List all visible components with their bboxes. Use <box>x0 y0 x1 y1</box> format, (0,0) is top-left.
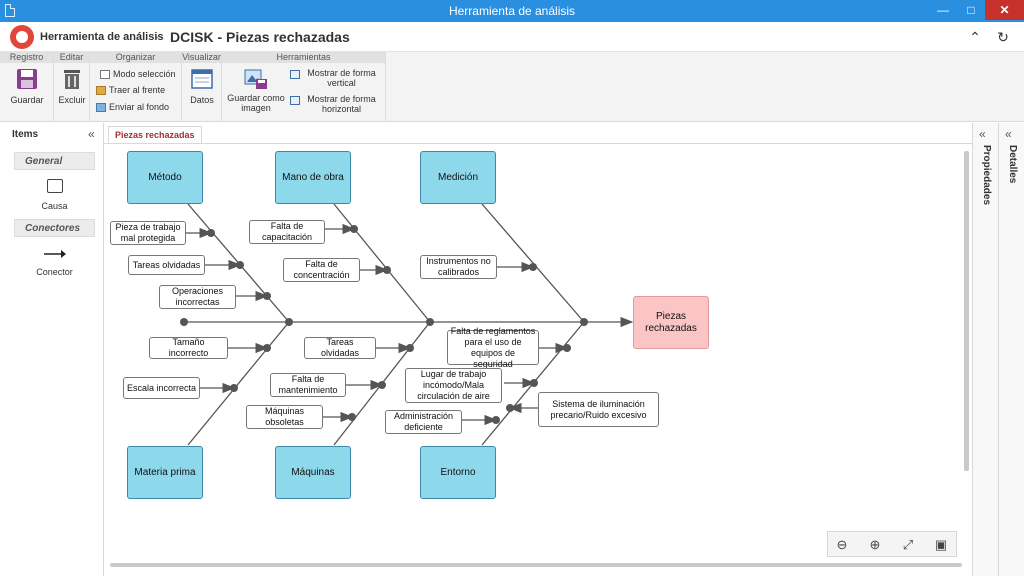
group-title: Registro <box>0 52 53 63</box>
cause-box[interactable]: Operaciones incorrectas <box>159 285 236 309</box>
save-image-button[interactable]: Guardar como imagen <box>224 68 288 118</box>
save-label: Guardar <box>10 95 44 105</box>
category-medicion[interactable]: Medición <box>420 151 496 204</box>
window-title: Herramienta de análisis <box>448 4 576 18</box>
category-metodo[interactable]: Método <box>127 151 203 204</box>
app-logo-icon <box>10 25 34 49</box>
group-editar: Editar Excluir <box>54 52 90 122</box>
show-horizontal-button[interactable]: Mostrar de forma horizontal <box>290 94 380 114</box>
cause-box[interactable]: Máquinas obsoletas <box>246 405 323 429</box>
data-button[interactable]: Datos <box>184 68 220 112</box>
section-general[interactable]: General <box>14 152 95 170</box>
bring-front-button[interactable]: Traer al frente <box>96 85 165 96</box>
maximize-button[interactable]: □ <box>967 3 975 17</box>
details-panel-strip[interactable]: « Detalles <box>998 123 1024 576</box>
collapse-left-icon[interactable]: « <box>88 127 95 141</box>
refresh-button[interactable]: ↻ <box>997 29 1009 45</box>
save-button[interactable]: Guardar <box>6 68 48 112</box>
trash-icon <box>64 70 80 89</box>
items-panel-title: Items <box>12 129 39 140</box>
tool-cause[interactable]: Causa <box>14 179 95 211</box>
tool-cause-label: Causa <box>41 201 68 211</box>
category-maquinas[interactable]: Máquinas <box>275 446 351 499</box>
category-mano-obra[interactable]: Mano de obra <box>275 151 351 204</box>
cause-box[interactable]: Falta de capacitación <box>249 220 325 244</box>
properties-label: Propiedades <box>981 145 992 206</box>
fit-icon[interactable]: ⤢ <box>902 537 914 552</box>
tool-connector[interactable]: Conector <box>14 249 95 277</box>
properties-panel-strip[interactable]: « Propiedades <box>972 123 998 576</box>
section-connectors[interactable]: Conectores <box>14 219 95 237</box>
window-titlebar: Herramienta de análisis — □ ✕ <box>0 0 1024 22</box>
zoom-toolbar: ⊖ ⊕ ⤢ ▣ <box>827 531 957 557</box>
page-title: DCISK - Piezas rechazadas <box>170 29 350 45</box>
cause-box[interactable]: Tareas olvidadas <box>128 255 205 275</box>
close-button[interactable]: ✕ <box>985 0 1024 20</box>
horizontal-scrollbar[interactable] <box>110 563 962 567</box>
cause-box[interactable]: Falta de concentración <box>283 258 360 282</box>
document-icon <box>5 4 15 17</box>
vertical-scrollbar[interactable] <box>964 151 969 471</box>
cause-box[interactable]: Falta de mantenimiento <box>270 373 346 397</box>
data-label: Datos <box>190 95 214 105</box>
zoom-in-icon[interactable]: ⊕ <box>869 537 881 552</box>
group-title: Visualizar <box>182 52 221 63</box>
tab-divider <box>104 143 972 144</box>
group-title: Organizar <box>90 52 181 63</box>
arrow-right-icon <box>43 250 66 258</box>
delete-button[interactable]: Excluir <box>56 68 88 112</box>
select-mode-checkbox[interactable]: Modo selección <box>100 69 176 80</box>
image-icon <box>244 69 267 89</box>
group-registro: Registro Guardar <box>0 52 54 122</box>
bring-front-icon <box>96 86 106 96</box>
breadcrumb-app[interactable]: Herramienta de análisis <box>40 31 164 43</box>
picture-icon[interactable]: ▣ <box>934 537 948 552</box>
minimize-button[interactable]: — <box>937 3 949 17</box>
group-organizar: Organizar Modo selección Traer al frente… <box>90 52 182 122</box>
cause-box[interactable]: Tareas olvidadas <box>304 337 376 359</box>
send-back-icon <box>96 103 106 113</box>
delete-label: Excluir <box>58 95 86 105</box>
category-entorno[interactable]: Entorno <box>420 446 496 499</box>
group-visualizar: Visualizar Datos <box>182 52 222 122</box>
cause-box[interactable]: Instrumentos no calibrados <box>420 255 497 279</box>
show-vertical-button[interactable]: Mostrar de forma vertical <box>290 68 380 88</box>
items-panel: Items « General Causa Conectores Conecto… <box>0 123 104 576</box>
cause-box[interactable]: Falta de reglamentos para el uso de equi… <box>447 326 539 369</box>
toolbar-ribbon: Registro Guardar Editar Excluir Organiza… <box>0 52 1024 122</box>
checkbox-icon <box>100 70 110 80</box>
details-label: Detalles <box>1007 145 1018 184</box>
effect-box[interactable]: Piezas rechazadas <box>633 296 709 349</box>
cause-box[interactable]: Administración deficiente <box>385 410 462 434</box>
floppy-icon <box>17 69 37 89</box>
cause-box[interactable]: Tamaño incorrecto <box>149 337 228 359</box>
cause-shape-icon <box>46 179 63 193</box>
expand-details-icon[interactable]: « <box>1005 127 1012 141</box>
expand-properties-icon[interactable]: « <box>979 127 986 141</box>
group-title: Editar <box>54 52 89 63</box>
cause-box[interactable]: Pieza de trabajo mal protegida <box>110 221 186 245</box>
breadcrumb-separator: › <box>154 29 159 44</box>
tool-connector-label: Conector <box>36 267 73 277</box>
horizontal-layout-icon <box>290 96 300 105</box>
group-title: Herramientas <box>222 52 385 63</box>
zoom-out-icon[interactable]: ⊖ <box>836 537 848 552</box>
cause-box[interactable]: Lugar de trabajo incómodo/Mala circulaci… <box>405 368 502 403</box>
save-image-label: Guardar como imagen <box>227 93 285 113</box>
cause-box[interactable]: Escala incorrecta <box>123 377 200 399</box>
window-icon <box>191 69 213 89</box>
app-header: Herramienta de análisis › DCISK - Piezas… <box>0 22 1024 52</box>
cause-box[interactable]: Sistema de iluminación precario/Ruido ex… <box>538 392 659 427</box>
send-back-button[interactable]: Enviar al fondo <box>96 102 169 113</box>
category-materia-prima[interactable]: Materia prima <box>127 446 203 499</box>
fishbone-diagram <box>180 203 634 446</box>
group-herramientas: Herramientas Guardar como imagen Mostrar… <box>222 52 386 122</box>
collapse-header-button[interactable]: ⌃ <box>969 29 981 45</box>
vertical-layout-icon <box>290 70 300 79</box>
